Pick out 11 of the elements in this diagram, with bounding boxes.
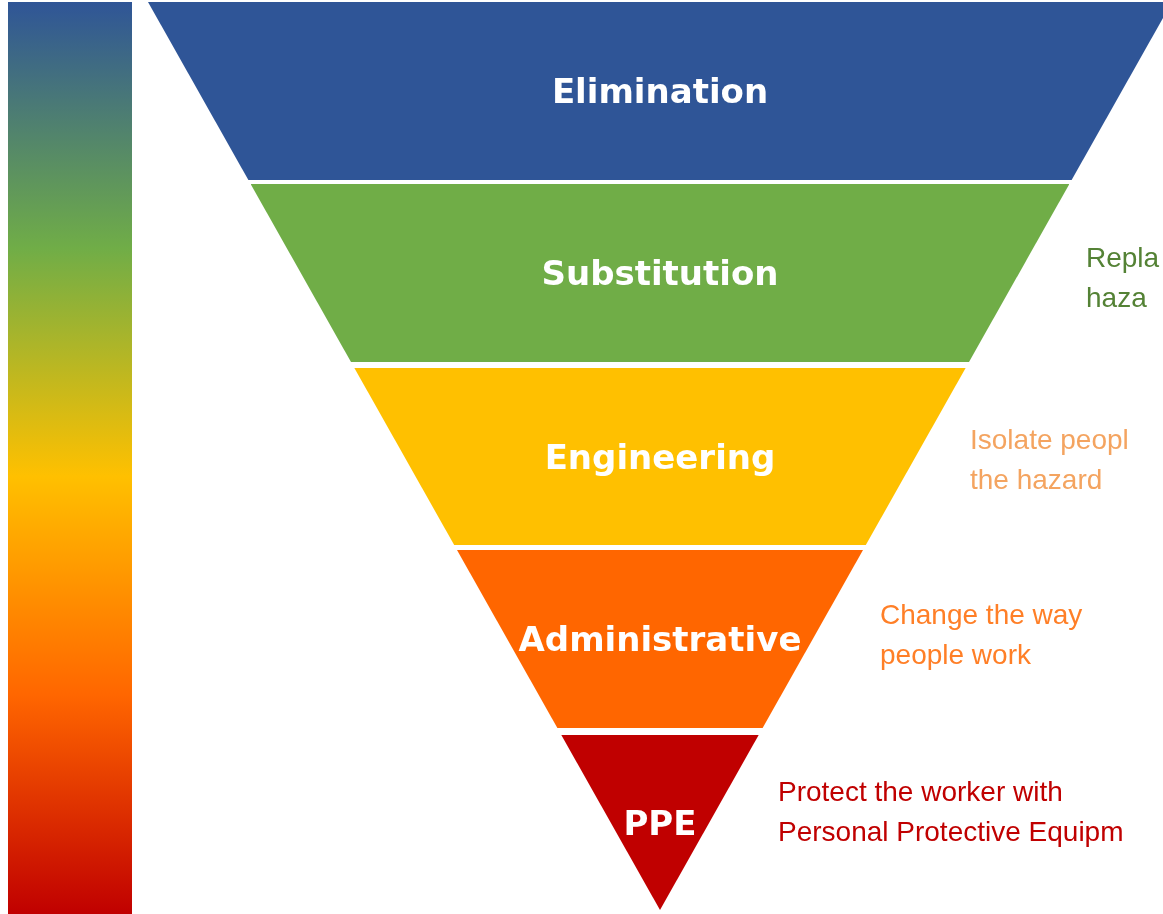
level-description: Change the way people work — [880, 598, 1084, 672]
level-description: Isolate peopl the hazard — [970, 423, 1130, 497]
level-title: Elimination — [551, 71, 769, 111]
level-description: Protect the worker with Personal Protective Equipm — [778, 775, 1125, 849]
level-title: Engineering — [544, 436, 776, 477]
pyramid-band — [148, 2, 1163, 180]
level-title: PPE — [623, 802, 697, 843]
gradient-scale-bar — [8, 2, 132, 914]
level-title: Administrative — [518, 619, 802, 659]
level-title: Substitution — [541, 253, 779, 293]
level-description: Repla haza — [1086, 241, 1161, 315]
